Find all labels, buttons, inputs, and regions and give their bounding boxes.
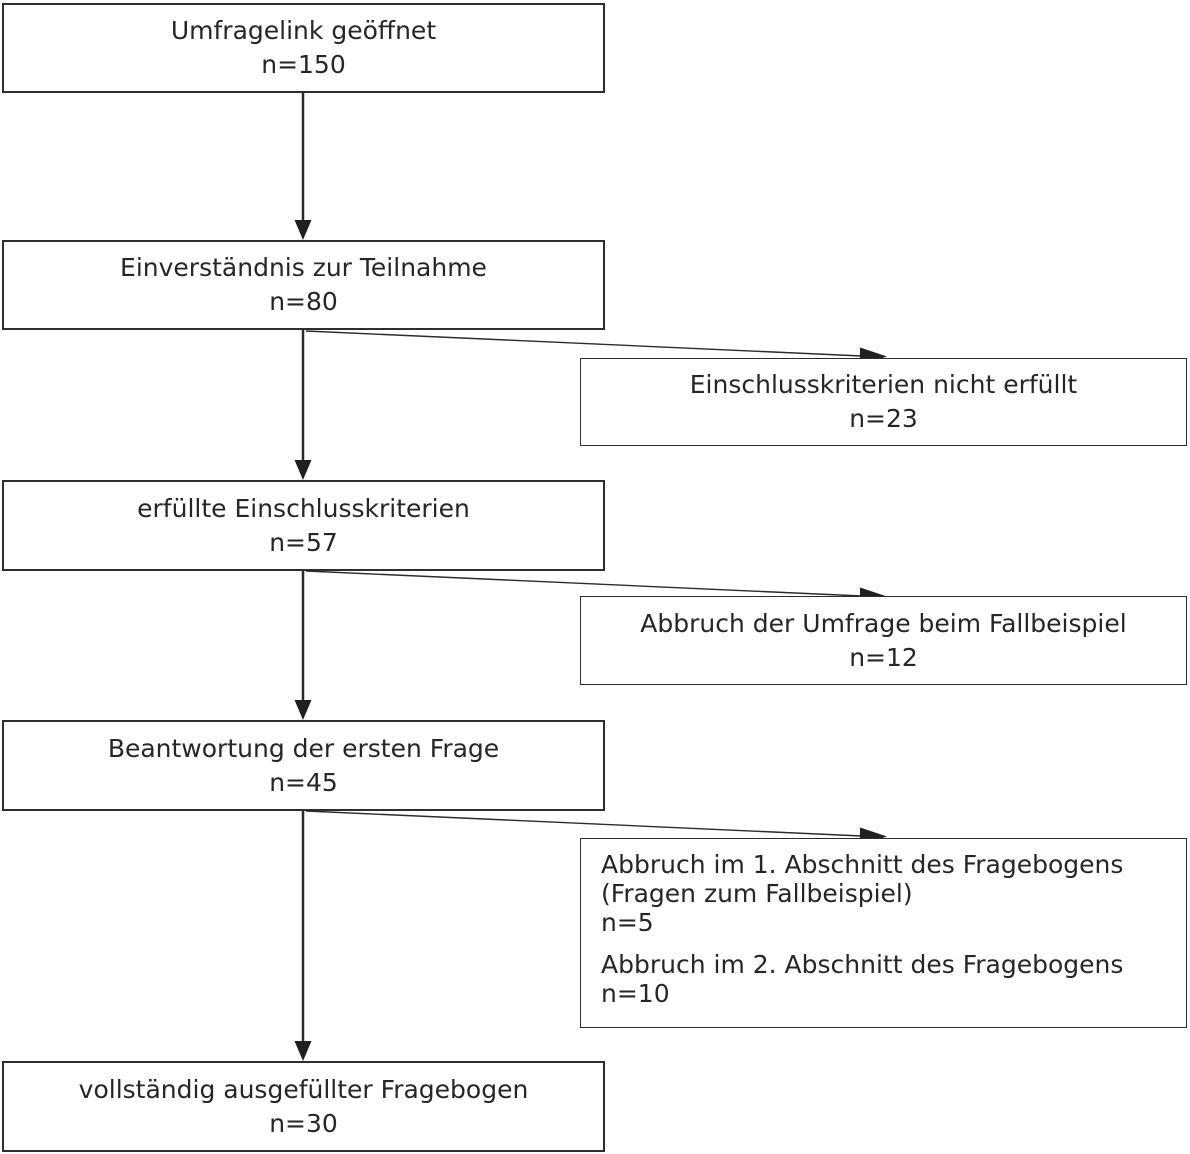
node-count: n=10 <box>601 979 670 1008</box>
flow-node-completed: vollständig ausgefüllter Fragebogen n=30 <box>2 1061 605 1152</box>
node-count: n=23 <box>849 404 918 433</box>
exclusion-node-dropout-case: Abbruch der Umfrage beim Fallbeispiel n=… <box>580 596 1187 685</box>
node-label: Abbruch im 2. Abschnitt des Fragebogens <box>601 950 1124 979</box>
node-sublabel: (Fragen zum Fallbeispiel) <box>601 879 913 908</box>
node-count: n=12 <box>849 642 918 672</box>
node-label: Einverständnis zur Teilnahme <box>120 253 487 282</box>
flow-node-link-opened: Umfragelink geöffnet n=150 <box>2 3 605 93</box>
node-count: n=80 <box>269 287 338 316</box>
flow-node-consent: Einverständnis zur Teilnahme n=80 <box>2 240 605 330</box>
flow-node-criteria-met: erfüllte Einschlusskriterien n=57 <box>2 480 605 571</box>
flow-node-first-question: Beantwortung der ersten Frage n=45 <box>2 720 605 811</box>
arrow-link-opened-to-consent <box>294 93 312 240</box>
node-label: Abbruch im 1. Abschnitt des Fragebogens <box>601 850 1124 879</box>
node-label: Umfragelink geöffnet <box>170 16 437 45</box>
node-label: Abbruch der Umfrage beim Fallbeispiel <box>640 608 1127 638</box>
node-count: n=150 <box>261 50 346 79</box>
arrow-consent-to-criteria-met <box>294 330 312 480</box>
node-label: vollständig ausgefüllter Fragebogen <box>78 1074 529 1104</box>
exclusion-node-dropout-sections: Abbruch im 1. Abschnitt des Fragebogens … <box>580 838 1187 1028</box>
arrow-criteria-met-to-first-question <box>294 571 312 720</box>
arrow-first-question-to-completed <box>294 811 312 1061</box>
node-count: n=57 <box>269 527 338 557</box>
exclusion-node-criteria-not-met: Einschlusskriterien nicht erfüllt n=23 <box>580 358 1187 446</box>
node-label: Einschlusskriterien nicht erfüllt <box>689 370 1078 399</box>
node-count: n=5 <box>601 908 654 937</box>
dropout-section-1: Abbruch im 1. Abschnitt des Fragebogens … <box>601 850 1166 937</box>
node-count: n=45 <box>269 767 338 797</box>
node-label: erfüllte Einschlusskriterien <box>137 493 470 523</box>
node-label: Beantwortung der ersten Frage <box>107 733 500 763</box>
dropout-section-2: Abbruch im 2. Abschnitt des Fragebogens … <box>601 950 1166 1008</box>
node-count: n=30 <box>269 1108 338 1138</box>
